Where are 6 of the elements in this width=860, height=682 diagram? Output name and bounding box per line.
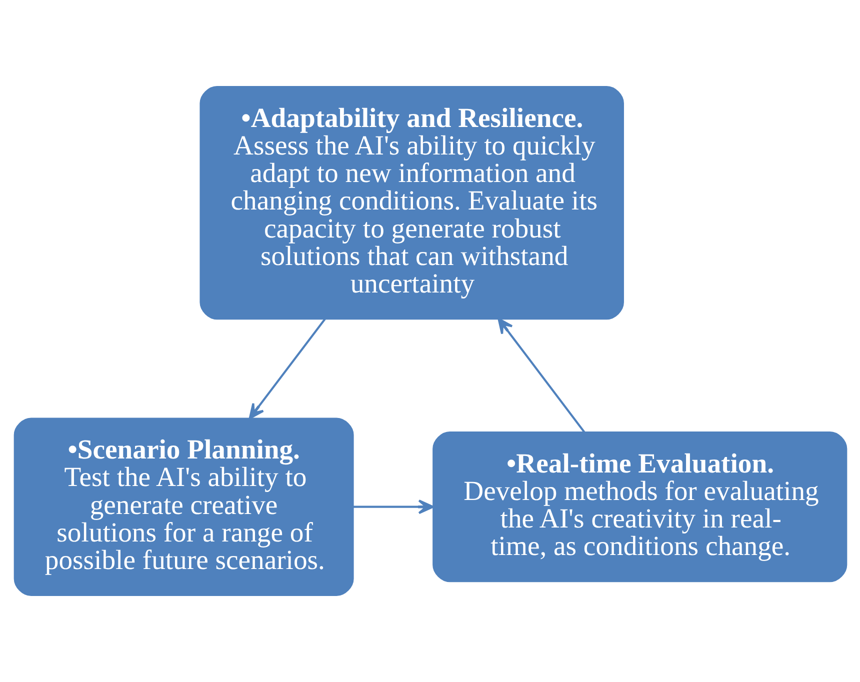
arrow [248, 318, 326, 420]
node-box: •Scenario Planning. Test the AI's ability to generate creative solutions for a range of possible future scenarios. [13, 418, 354, 596]
arrow [353, 500, 434, 514]
node-box: •Adaptability and Resilience. Assess the AI's ability to quickly adapt to new information and changing conditions. Evaluate its capacity to generate robust solutions that can withstand uncertainty [199, 86, 624, 320]
node-box: •Real-time Evaluation. Develop methods for evaluating the AI's creativity in real-time, as conditions change. [432, 432, 847, 582]
arrow [497, 318, 585, 433]
